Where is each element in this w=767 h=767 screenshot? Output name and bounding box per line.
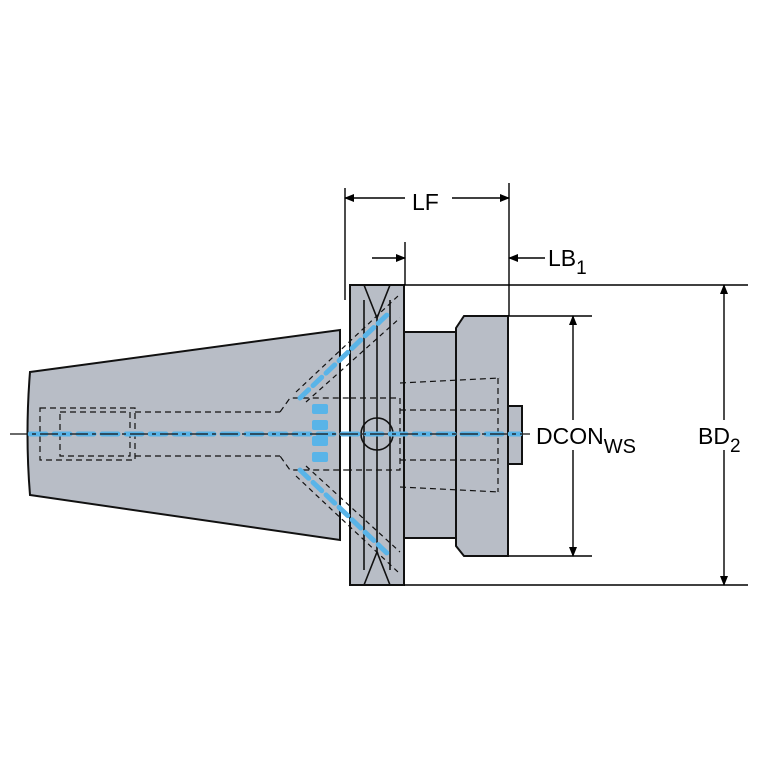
coolant-ports (312, 404, 328, 462)
dimension-dcon-ws (509, 315, 592, 557)
head (455, 315, 509, 557)
dimension-bd2 (404, 284, 748, 586)
bd2-label: BD2 (698, 423, 741, 457)
lf-label: LF (412, 189, 439, 215)
dimension-lf (344, 183, 510, 316)
lb1-label: LB1 (548, 245, 587, 279)
dcon-ws-label: DCONWS (536, 423, 636, 458)
dimension-lb1 (372, 242, 545, 285)
